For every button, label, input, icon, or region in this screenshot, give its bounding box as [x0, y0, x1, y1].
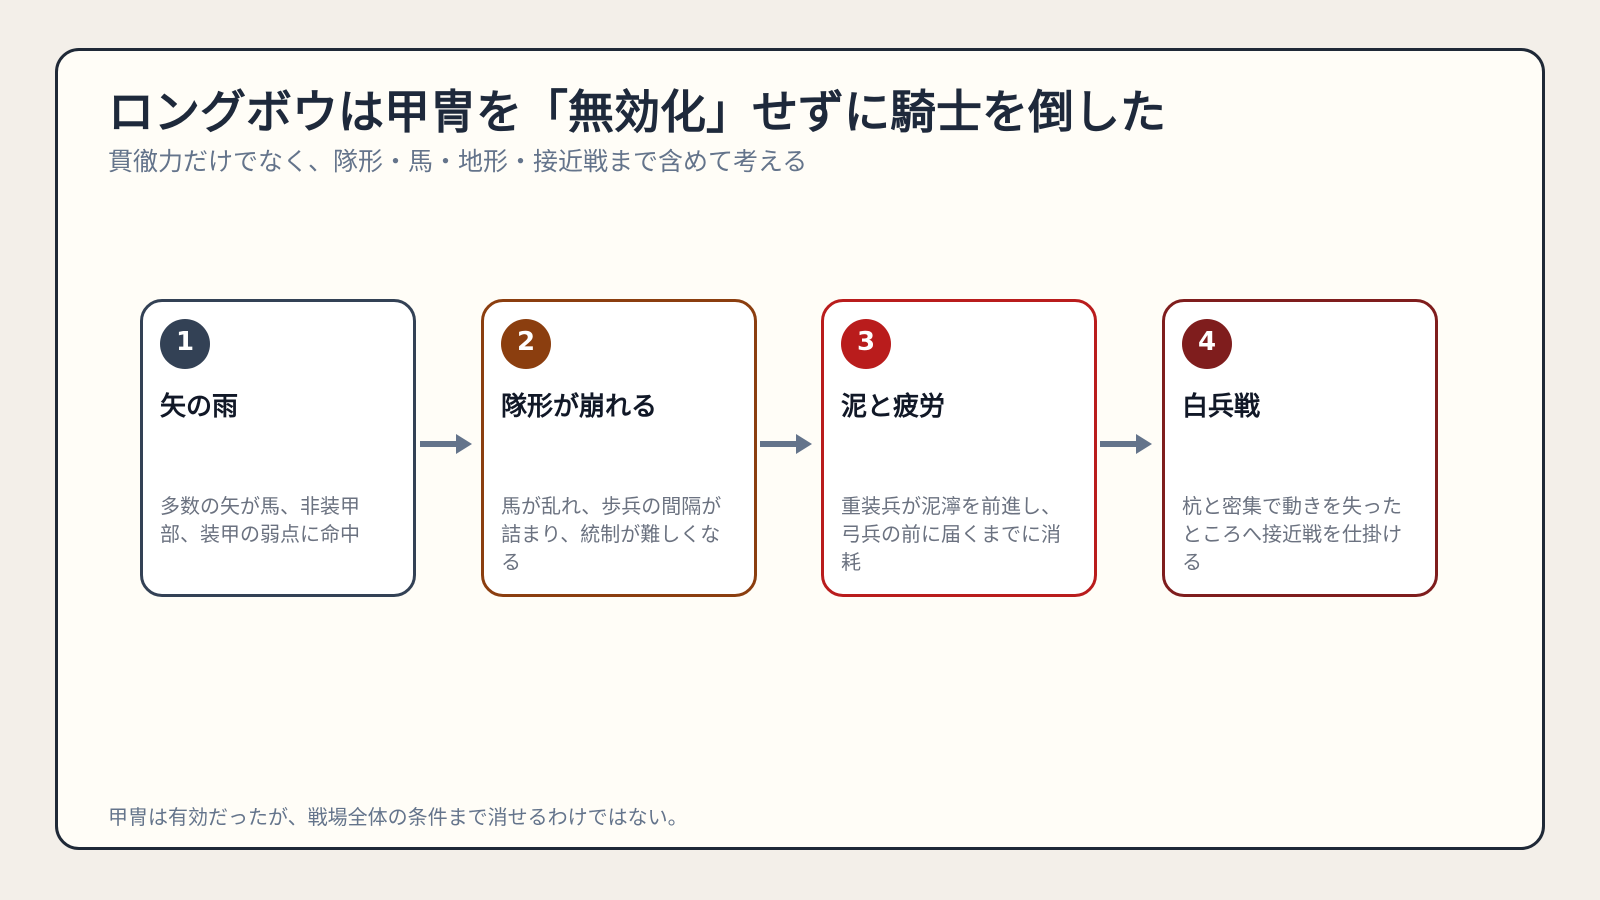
arrow-right-icon [1100, 432, 1154, 456]
page-subtitle: 貫徹力だけでなく、隊形・馬・地形・接近戦まで含めて考える [108, 147, 808, 176]
step-description: 多数の矢が馬、非装甲部、装甲の弱点に命中 [160, 494, 360, 546]
step-card-3: 3 泥と疲労 重装兵が泥濘を前進し、弓兵の前に届くまでに消耗 [821, 299, 1097, 597]
step-number-badge: 3 [841, 319, 891, 369]
arrow-right-icon [420, 432, 474, 456]
step-title: 白兵戦 [1182, 392, 1261, 422]
page-title: ロングボウは甲冑を「無効化」せずに騎士を倒した [108, 85, 1166, 139]
step-card-4: 4 白兵戦 杭と密集で動きを失ったところへ接近戦を仕掛ける [1162, 299, 1438, 597]
step-title: 隊形が崩れる [501, 392, 658, 422]
step-title: 矢の雨 [160, 392, 239, 422]
step-number-badge: 2 [501, 319, 551, 369]
slide-card: ロングボウは甲冑を「無効化」せずに騎士を倒した 貫徹力だけでなく、隊形・馬・地形… [55, 48, 1545, 850]
step-description: 杭と密集で動きを失ったところへ接近戦を仕掛ける [1182, 494, 1402, 574]
step-title: 泥と疲労 [841, 392, 946, 422]
step-description: 馬が乱れ、歩兵の間隔が詰まり、統制が難しくなる [501, 494, 722, 574]
arrow-right-icon [760, 432, 814, 456]
step-card-2: 2 隊形が崩れる 馬が乱れ、歩兵の間隔が詰まり、統制が難しくなる [481, 299, 757, 597]
footer-note: 甲冑は有効だったが、戦場全体の条件まで消せるわけではない。 [108, 805, 688, 829]
step-number-badge: 1 [160, 319, 210, 369]
step-number-badge: 4 [1182, 319, 1232, 369]
step-card-1: 1 矢の雨 多数の矢が馬、非装甲部、装甲の弱点に命中 [140, 299, 416, 597]
step-description: 重装兵が泥濘を前進し、弓兵の前に届くまでに消耗 [841, 494, 1061, 574]
